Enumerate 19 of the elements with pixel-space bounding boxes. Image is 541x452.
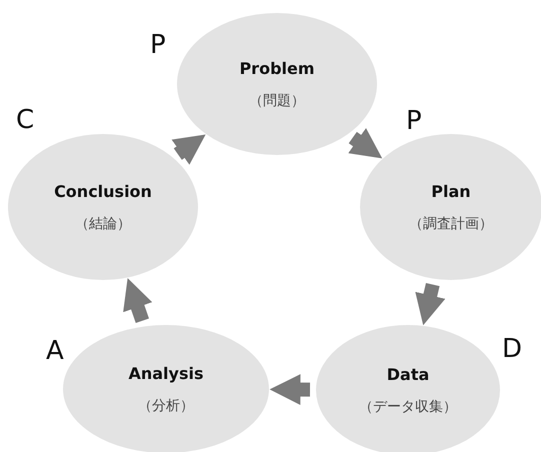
node-title: Plan	[431, 182, 471, 200]
node-subtitle: （データ収集）	[359, 398, 457, 416]
node-subtitle: （分析）	[138, 396, 194, 414]
block-arrow	[123, 278, 152, 324]
node-title: Analysis	[128, 364, 204, 382]
block-arrow	[348, 128, 382, 158]
stage-letter: A	[46, 338, 64, 364]
block-arrow	[270, 374, 310, 405]
stage-letter: P	[406, 108, 422, 134]
block-arrow	[415, 282, 446, 326]
node-title: Problem	[239, 58, 315, 78]
stage-letter: P	[150, 32, 166, 58]
node-title: Conclusion	[54, 182, 152, 200]
stage-letter: D	[502, 336, 522, 362]
stage-letter: C	[16, 107, 34, 133]
node-subtitle: （結論）	[75, 214, 131, 232]
node-subtitle: （調査計画）	[409, 214, 493, 232]
node-subtitle: （問題）	[249, 92, 305, 110]
node-title: Data	[386, 364, 430, 384]
